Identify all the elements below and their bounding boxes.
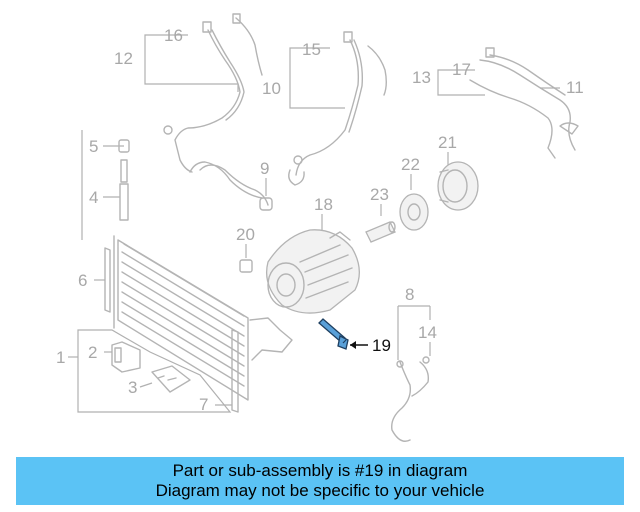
banner-line-disclaimer: Diagram may not be specific to your vehi… <box>155 481 485 500</box>
callout-labels: 1 2 3 4 5 6 7 8 9 10 11 12 13 14 15 16 1… <box>56 26 584 414</box>
parts-diagram: 1 2 3 4 5 6 7 8 9 10 11 12 13 14 15 16 1… <box>56 13 584 442</box>
hose-assembly-8 <box>391 305 431 442</box>
callout-9: 9 <box>260 159 269 178</box>
hose-assembly-11 <box>437 47 579 159</box>
callout-21: 21 <box>438 133 457 152</box>
callout-13: 13 <box>412 68 431 87</box>
info-banner: Part or sub-assembly is #19 in diagram D… <box>16 457 624 505</box>
coil-23 <box>365 204 396 243</box>
callout-20: 20 <box>236 225 255 244</box>
bolt-19 <box>318 318 368 350</box>
callout-19: 19 <box>372 336 391 355</box>
callout-12: 12 <box>114 49 133 68</box>
condenser-assembly-6 <box>94 235 293 413</box>
callout-23: 23 <box>370 185 389 204</box>
callout-3: 3 <box>128 378 137 397</box>
callout-11: 11 <box>566 78 584 97</box>
callout-17: 17 <box>452 60 471 79</box>
callout-10: 10 <box>262 79 281 98</box>
callout-8: 8 <box>405 285 414 304</box>
receiver-drier-4 <box>81 130 130 240</box>
callout-5: 5 <box>89 137 98 156</box>
callout-4: 4 <box>89 188 98 207</box>
callout-2: 2 <box>88 343 97 362</box>
hose-assembly-10 <box>288 31 387 186</box>
callout-18: 18 <box>314 195 333 214</box>
bracket-kit-1 <box>68 329 232 413</box>
pulley-22 <box>399 174 429 231</box>
callout-15: 15 <box>302 40 321 59</box>
compressor-18 <box>265 214 360 314</box>
callout-6: 6 <box>78 271 87 290</box>
banner-line-part: Part or sub-assembly is #19 in diagram <box>172 461 468 480</box>
callout-1: 1 <box>56 348 65 367</box>
hose-assembly-9 <box>199 164 273 211</box>
callout-14: 14 <box>418 323 437 342</box>
callout-22: 22 <box>401 155 420 174</box>
callout-16: 16 <box>164 26 183 45</box>
hose-assembly-12 <box>144 13 263 199</box>
clutch-assembly-21 <box>437 152 479 211</box>
callout-7: 7 <box>199 395 208 414</box>
fitting-20 <box>239 244 253 273</box>
